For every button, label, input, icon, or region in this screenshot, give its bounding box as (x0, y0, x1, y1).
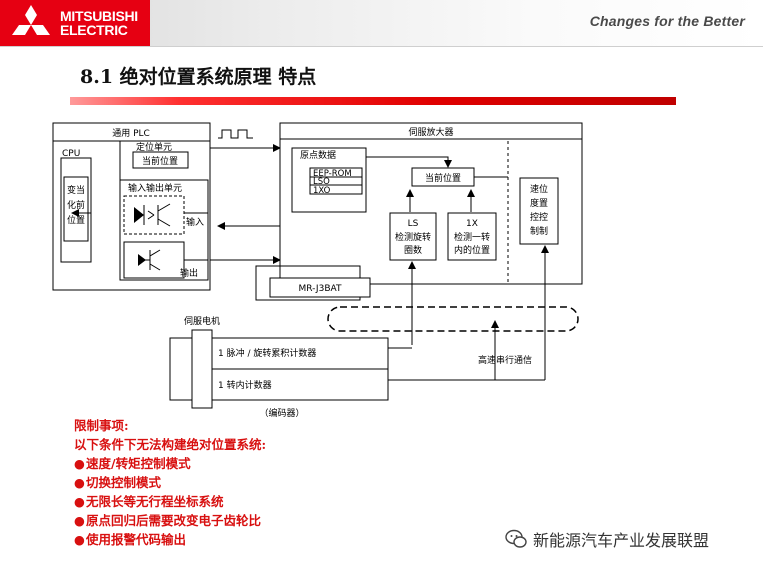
wechat-watermark: 新能源汽车产业发展联盟 (505, 527, 709, 551)
plc-current-position: 当前位置 (142, 155, 178, 167)
change-pos-line-2: 化前 (67, 199, 85, 211)
origin-item-lso: LSO (313, 177, 330, 187)
plc-block: 通用 PLC CPU 变当 化前 位置 定位单元 当前位置 输入输出单元 (52, 122, 211, 291)
bullet-icon: ● (74, 475, 85, 490)
change-pos-line-3: 位置 (67, 214, 85, 226)
speed-pos-line-4: 制制 (530, 225, 548, 237)
brand-slogan: Changes for the Better (589, 13, 745, 29)
notes-item: ●切换控制模式 (74, 475, 162, 490)
counter-cumulative: 1 脉冲 / 旋转累积计数器 (218, 347, 316, 359)
serial-comm-label: 高速串行通信 (478, 354, 532, 366)
origin-item-1xo: 1XO (313, 186, 331, 196)
bullet-icon: ● (74, 513, 85, 528)
cpu-label: CPU (62, 149, 80, 159)
brand-name-line2: ELECTRIC (60, 22, 128, 38)
wechat-icon (505, 529, 527, 548)
encoder-label: （编码器） (259, 407, 304, 419)
notes-item: ●无限长等无行程坐标系统 (74, 494, 224, 509)
origin-item-eeprom: EEP-ROM (313, 169, 352, 179)
speed-pos-line-1: 速位 (530, 183, 548, 195)
x1-title: 1X (466, 219, 478, 229)
speed-pos-line-3: 控控 (530, 211, 548, 223)
input-label: 输入 (186, 216, 204, 228)
brand-name-line1: MITSUBISHI (60, 8, 138, 24)
change-pos-line-1: 变当 (67, 184, 85, 196)
output-label: 输出 (180, 267, 198, 279)
notes-item: ●原点回归后需要改变电子齿轮比 (74, 513, 262, 528)
ls-desc-2: 圈数 (404, 244, 422, 256)
servo-amp-title: 伺服放大器 (408, 126, 453, 138)
notes-item: ●速度/转矩控制模式 (74, 456, 191, 471)
notes-subheading: 以下条件下无法构建绝对位置系统: (74, 437, 267, 452)
bullet-icon: ● (74, 494, 85, 509)
notes-item: ●使用报警代码输出 (74, 532, 187, 547)
battery-block: MR-J3BAT (255, 265, 371, 301)
slide-title: 8.1 绝对位置系统原理 特点 (80, 66, 317, 88)
three-diamonds-icon (12, 5, 50, 35)
ls-desc-1: 检测旋转 (395, 231, 431, 243)
ls-title: LS (408, 219, 419, 229)
header-banner: MITSUBISHI ELECTRIC Changes for the Bett… (0, 0, 763, 47)
plc-title: 通用 PLC (112, 128, 150, 139)
x1-desc-1: 检测一转 (454, 231, 490, 243)
origin-data-label: 原点数据 (300, 149, 336, 161)
speed-pos-line-2: 度置 (530, 197, 548, 209)
positioning-unit-label: 定位单元 (136, 141, 172, 153)
amp-current-position: 当前位置 (425, 172, 461, 184)
serial-comm-loop (327, 306, 579, 332)
servo-motor-block: 伺服电机 1 脉冲 / 旋转累积计数器 1 转内计数器 （编码器） (169, 315, 389, 419)
servo-amplifier-block: 伺服放大器 原点数据 EEP-ROM LSO 1XO 当前位置 LS 检测旋转 … (279, 122, 583, 285)
bullet-icon: ● (74, 456, 85, 471)
brand-logo: MITSUBISHI ELECTRIC (0, 0, 150, 46)
notes-heading: 限制事项: (74, 418, 129, 433)
x1-desc-2: 内的位置 (454, 244, 490, 256)
counter-inner: 1 转内计数器 (218, 379, 272, 391)
battery-label: MR-J3BAT (299, 284, 342, 294)
restrictions-notes: 限制事项: 以下条件下无法构建绝对位置系统: ●速度/转矩控制模式 ●切换控制模… (74, 416, 266, 549)
watermark-text: 新能源汽车产业发展联盟 (533, 531, 710, 550)
title-underline-bar (70, 97, 676, 105)
bullet-icon: ● (74, 532, 85, 547)
io-unit-label: 输入输出单元 (128, 182, 182, 194)
servo-motor-title: 伺服电机 (184, 315, 220, 327)
